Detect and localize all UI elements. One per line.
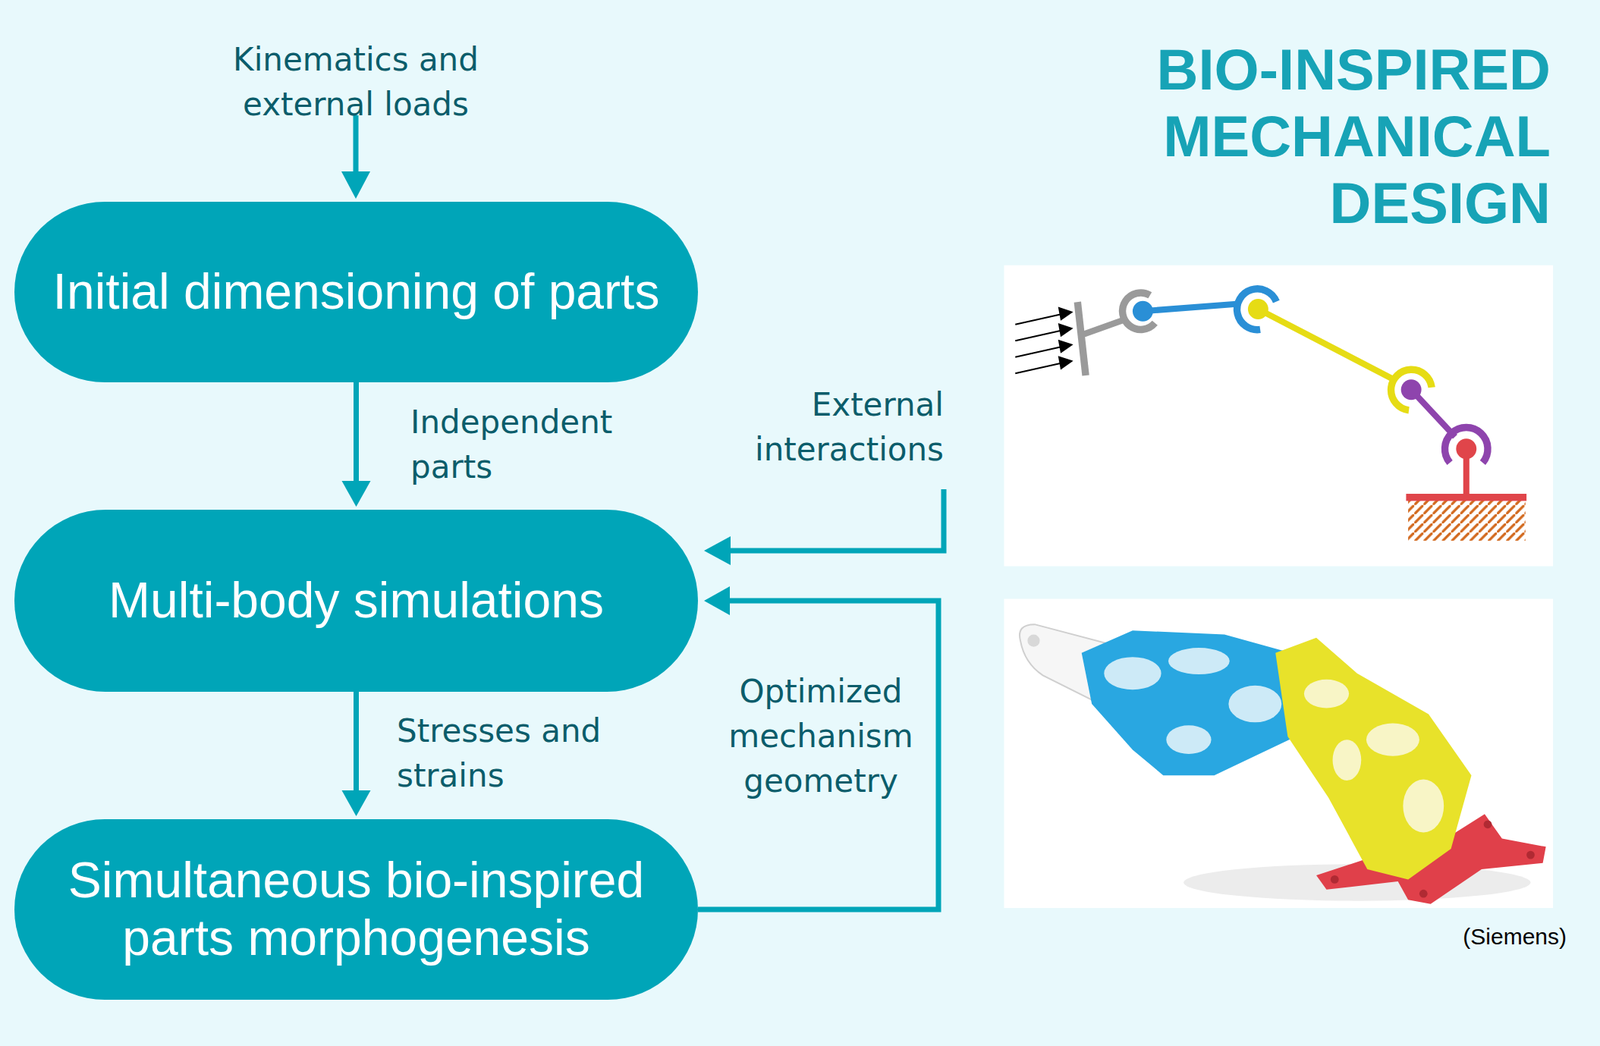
figure-panel [1003,599,1553,909]
joint-socket [1445,427,1488,463]
arrow-head [704,536,731,566]
joint-socket [1119,291,1157,334]
force-head [1059,308,1072,320]
yellow-part [1275,638,1472,881]
part-hole [1419,889,1428,899]
yellow-link [1257,309,1394,381]
force-head [1059,357,1072,369]
lattice-opening [1166,725,1211,755]
lattice-opening [1103,656,1161,690]
figure-group [1003,265,1553,909]
connector [342,382,371,507]
joint-pin [1247,298,1269,320]
figure-panel [1003,265,1553,567]
diagram-title: BIO-INSPIRED MECHANICAL DESIGN [1095,36,1551,237]
force-line [1015,363,1062,374]
lattice-opening [1366,723,1420,757]
joint-pin [1455,438,1477,459]
force-head [1059,324,1072,337]
arrow-line [728,489,944,551]
process-pill: Multi-body simulations [14,509,698,692]
gray-link-stem [1082,320,1123,335]
ground-bar [1405,493,1527,501]
edge-label: Stresses and strains [396,709,648,799]
arrow-head [342,790,371,817]
edge-label: Independent parts [410,400,661,491]
force-line [1015,314,1062,324]
part-hole [1027,634,1040,648]
arrow-head [342,480,371,507]
pill-text: Initial dimensioning of parts [52,263,661,321]
lattice-opening [1402,779,1444,834]
connector [697,586,939,910]
connector [342,691,371,817]
arrow-head [341,171,371,199]
lattice-opening [1228,685,1282,723]
external-arrow [704,489,944,566]
annotation-label: (Siemens) [1437,923,1567,951]
lattice-opening [1304,679,1349,709]
joint-pin [1132,301,1154,322]
lattice-opening [1332,739,1362,781]
connector-line [353,382,359,483]
part-hole [1483,820,1493,829]
part-hole [1330,875,1340,884]
arrow-head [704,586,730,616]
annotation-label: External interactions [700,383,944,473]
input-arrow [341,115,371,199]
gray-link-bar [1077,301,1086,376]
force-line [1015,330,1062,341]
lattice-opening [1168,647,1230,675]
annotation-label: Kinematics and external loads [204,37,508,128]
ground-hatch [1408,499,1526,541]
force-line [1015,346,1062,357]
part-hole [1526,851,1535,860]
joint-socket [1229,281,1279,334]
arrow-line [353,115,359,173]
connector-line [697,600,939,910]
joint-pin [1401,379,1422,400]
process-pill: Initial dimensioning of parts [14,201,698,383]
force-arrows [1015,308,1072,374]
force-head [1059,340,1072,353]
pill-text: Multi-body simulations [52,572,661,630]
process-pill: Simultaneous bio-inspired parts morphoge… [14,819,698,1000]
pill-text: Simultaneous bio-inspired parts morphoge… [52,851,661,968]
connector-line [353,691,359,793]
edge-label: Optimized mechanism geometry [718,669,924,804]
blue-link [1142,304,1237,312]
